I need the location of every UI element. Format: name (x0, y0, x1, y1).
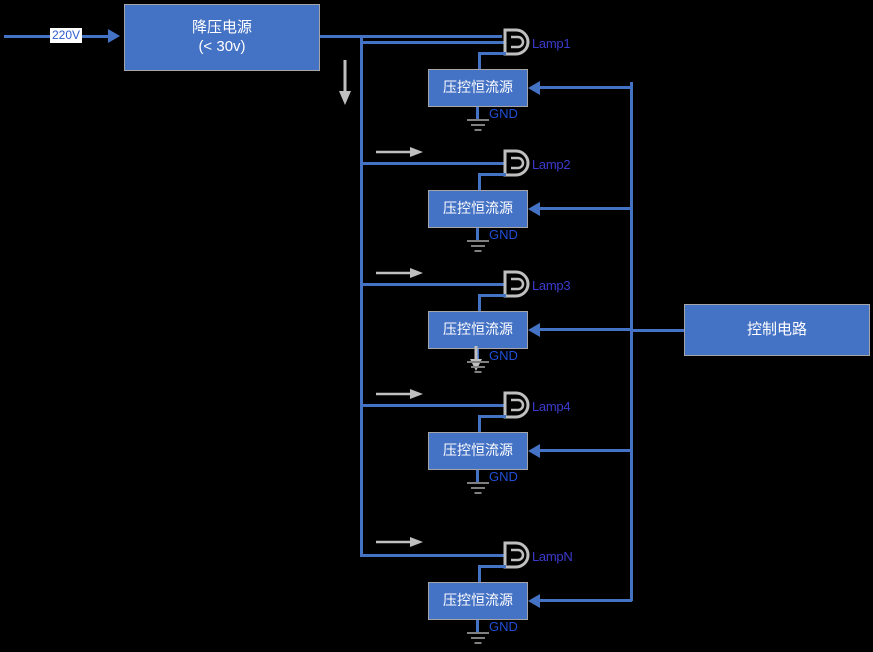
channel-1-gnd-label: GND (489, 106, 518, 121)
channel-1-control-wire (540, 86, 632, 89)
channel-4-lamp-feed-wire (360, 404, 505, 407)
channel-n-driver-gnd-wire (476, 620, 479, 634)
channel-n-lamp-label: LampN (532, 549, 573, 564)
channel-3-flow-arrow-icon (376, 267, 424, 279)
mains-input-arrowhead (108, 29, 120, 43)
psu-output-wire (320, 35, 502, 38)
channel-4-driver-label: 压控恒流源 (443, 442, 513, 459)
channel-3-driver-block[interactable]: 压控恒流源 (428, 311, 528, 349)
channel-2-lamp-label: Lamp2 (532, 157, 571, 172)
channel-n-lamp-to-driver-h (478, 565, 506, 568)
channel-2-gnd-icon (465, 240, 491, 254)
channel-n-lamp-feed-wire (360, 554, 505, 557)
channel-3-driver-gnd-wire (476, 349, 479, 363)
channel-n-gnd-icon (465, 632, 491, 646)
control-circuit-output-wire (630, 329, 686, 332)
channel-2-lamp-to-driver-h (478, 173, 506, 176)
channel-3-gnd-icon (465, 361, 491, 375)
supply-bus-vertical (360, 35, 363, 557)
psu-label-line1: 降压电源 (191, 18, 252, 36)
channel-n-control-wire (540, 599, 632, 602)
control-circuit-block[interactable]: 控制电路 (684, 304, 870, 356)
input-voltage-tag: 220V (50, 28, 83, 43)
channel-n-flow-arrow-icon (376, 536, 424, 548)
channel-2-driver-gnd-wire (476, 228, 479, 242)
channel-4-gnd-icon (465, 482, 491, 496)
channel-1-lamp-to-driver-h (478, 52, 506, 55)
channel-4-control-arrowhead (528, 444, 540, 458)
channel-1-driver-label: 压控恒流源 (443, 79, 513, 96)
channel-4-flow-arrow-icon (376, 388, 424, 400)
channel-2-control-wire (540, 207, 632, 210)
step-down-power-supply-block[interactable]: 降压电源 (< 30v) (124, 4, 320, 71)
channel-2-lamp-icon (498, 148, 532, 178)
channel-n-driver-label: 压控恒流源 (443, 592, 513, 609)
psu-label-line2: (< 30v) (198, 37, 246, 55)
channel-3-lamp-feed-wire (360, 283, 505, 286)
channel-2-driver-block[interactable]: 压控恒流源 (428, 190, 528, 228)
channel-1-lamp-label: Lamp1 (532, 36, 571, 51)
channel-4-control-wire (540, 449, 632, 452)
channel-2-lamp-feed-wire (360, 162, 505, 165)
channel-4-driver-gnd-wire (476, 470, 479, 484)
channel-3-lamp-icon (498, 269, 532, 299)
channel-3-control-wire (540, 328, 632, 331)
channel-4-lamp-to-driver-v (478, 415, 481, 433)
channel-4-gnd-label: GND (489, 469, 518, 484)
channel-1-driver-block[interactable]: 压控恒流源 (428, 69, 528, 107)
channel-2-driver-label: 压控恒流源 (443, 200, 513, 217)
channel-3-control-arrowhead (528, 323, 540, 337)
channel-1-driver-gnd-wire (476, 107, 479, 121)
channel-2-flow-arrow-icon (376, 146, 424, 158)
channel-n-lamp-to-driver-v (478, 565, 481, 583)
channel-4-driver-block[interactable]: 压控恒流源 (428, 432, 528, 470)
channel-3-lamp-to-driver-h (478, 294, 506, 297)
channel-3-driver-label: 压控恒流源 (443, 321, 513, 338)
channel-3-lamp-to-driver-v (478, 294, 481, 312)
channel-1-lamp-to-driver-v (478, 52, 481, 70)
channel-3-lamp-label: Lamp3 (532, 278, 571, 293)
channel-1-gnd-icon (465, 119, 491, 133)
channel-n-driver-block[interactable]: 压控恒流源 (428, 582, 528, 620)
channel-4-lamp-to-driver-h (478, 415, 506, 418)
control-bus-vertical (630, 82, 633, 601)
channel-1-control-arrowhead (528, 81, 540, 95)
bus-flow-arrow-icon (338, 60, 352, 106)
channel-1-lamp-icon (498, 27, 532, 57)
channel-1-lamp-feed-wire (360, 41, 505, 44)
channel-2-gnd-label: GND (489, 227, 518, 242)
control-circuit-label: 控制电路 (746, 320, 807, 338)
channel-4-lamp-label: Lamp4 (532, 399, 571, 414)
channel-4-lamp-icon (498, 390, 532, 420)
channel-2-lamp-to-driver-v (478, 173, 481, 191)
channel-n-lamp-icon (498, 540, 532, 570)
channel-n-control-arrowhead (528, 594, 540, 608)
channel-3-gnd-label: GND (489, 348, 518, 363)
channel-2-control-arrowhead (528, 202, 540, 216)
channel-n-gnd-label: GND (489, 619, 518, 634)
